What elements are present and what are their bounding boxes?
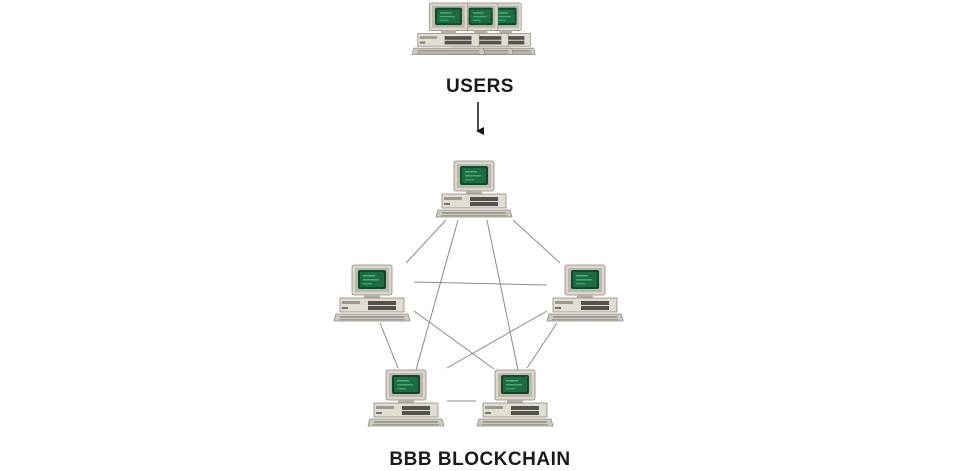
node-bottom-right-computer-icon: [476, 369, 554, 427]
network-links: [379, 219, 561, 402]
users-label: USERS: [446, 76, 514, 97]
link-top-bottomright: [486, 219, 519, 371]
link-top-left: [405, 219, 447, 264]
node-bottom-left-computer-icon: [367, 369, 445, 427]
node-top-computer-icon: [435, 160, 513, 218]
link-right-bottomright: [526, 322, 558, 369]
node-left-computer-icon: [333, 264, 411, 322]
link-top-right: [512, 219, 561, 264]
link-left-bottomleft: [379, 322, 399, 369]
link-left-right: [413, 281, 548, 286]
link-left-bottomright: [413, 310, 495, 370]
link-right-bottomleft: [446, 310, 548, 369]
link-top-bottomleft: [415, 219, 459, 371]
blockchain-label: BBB BLOCKCHAIN: [389, 449, 571, 470]
node-right-computer-icon: [546, 264, 624, 322]
users-computers-icon: [411, 2, 536, 56]
